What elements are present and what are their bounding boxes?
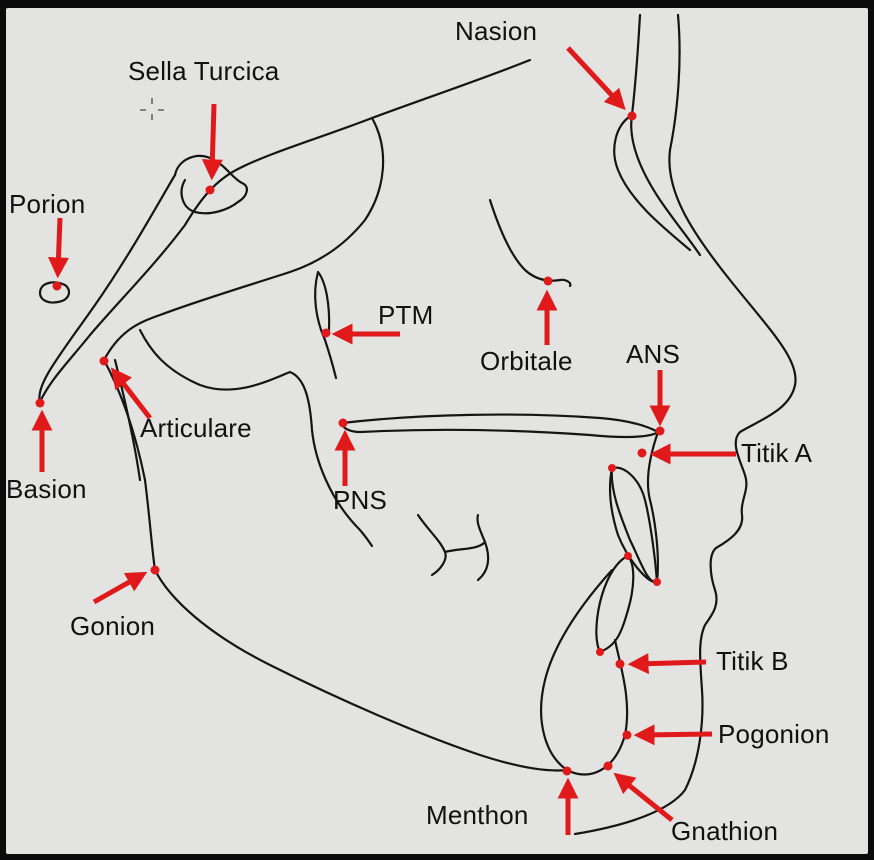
mandible-border — [102, 358, 569, 772]
menthon-label: Menthon — [426, 800, 529, 830]
titik-b-arrow — [627, 653, 707, 675]
gnathion-label: Gnathion — [671, 816, 779, 846]
porion-arrow — [47, 217, 69, 279]
pns-label: PNS — [333, 485, 388, 515]
articulare-arrow — [110, 367, 152, 420]
gnathion-arrow — [613, 772, 674, 822]
titik-b-label: Titik B — [716, 646, 789, 676]
ans-dot — [655, 426, 665, 436]
cranial-base-outline — [38, 58, 532, 404]
articulare-dot — [99, 356, 109, 366]
orbitale-dot — [543, 276, 553, 286]
gonion-label: Gonion — [70, 611, 156, 641]
sella-arrow — [201, 103, 223, 181]
nasion-dot — [627, 111, 637, 121]
molar-outline — [416, 513, 490, 582]
lower-incisor — [595, 554, 635, 654]
ptm-dot — [321, 328, 331, 338]
ans-label: ANS — [626, 339, 681, 369]
crosshair-mark — [140, 98, 164, 120]
nasion-label: Nasion — [455, 16, 538, 46]
gonion-dot — [150, 565, 160, 575]
incisor-dot-4 — [596, 648, 604, 656]
pogonion-arrow — [633, 724, 713, 746]
orbitale-label: Orbitale — [480, 346, 573, 376]
titik-a-dot — [637, 448, 647, 458]
incisor-dot-3 — [624, 552, 632, 560]
nasal-bone — [613, 113, 692, 252]
pogonion-label: Pogonion — [718, 719, 830, 749]
ptm-fissure — [314, 270, 338, 380]
basion-dot — [35, 398, 45, 408]
symphysis-outline — [540, 568, 629, 776]
gonion-arrow — [92, 571, 148, 605]
menthon-dot — [562, 766, 572, 776]
incisor-dot-1 — [608, 464, 616, 472]
maxilla-anterior — [610, 430, 660, 584]
sella-turcica-label: Sella Turcica — [128, 56, 280, 86]
porion-outline — [38, 281, 71, 304]
soft-tissue-profile — [573, 13, 797, 836]
sphenoid-outline — [102, 116, 385, 362]
pterygoid-line — [138, 328, 374, 548]
hard-palate — [340, 413, 660, 439]
orbit-outline — [488, 198, 572, 288]
pns-dot — [338, 418, 348, 428]
frontal-nasal-inner — [630, 13, 702, 257]
ptm-label: PTM — [378, 300, 434, 330]
sella-turcica-outline — [173, 154, 248, 215]
diagram-canvas — [6, 8, 868, 854]
basion-label: Basion — [6, 474, 87, 504]
gnathion-dot — [603, 761, 613, 771]
titik-a-label: Titik A — [741, 438, 813, 468]
pogonion-dot — [622, 730, 632, 740]
incisor-dot-2 — [653, 578, 661, 586]
porion-dot — [52, 281, 62, 291]
porion-label: Porion — [9, 189, 86, 219]
nasion-arrow — [566, 46, 626, 111]
basion-curve — [38, 173, 177, 404]
titik-b-dot — [615, 659, 625, 669]
sella-dot — [205, 185, 215, 195]
articulare-label: Articulare — [140, 413, 252, 443]
